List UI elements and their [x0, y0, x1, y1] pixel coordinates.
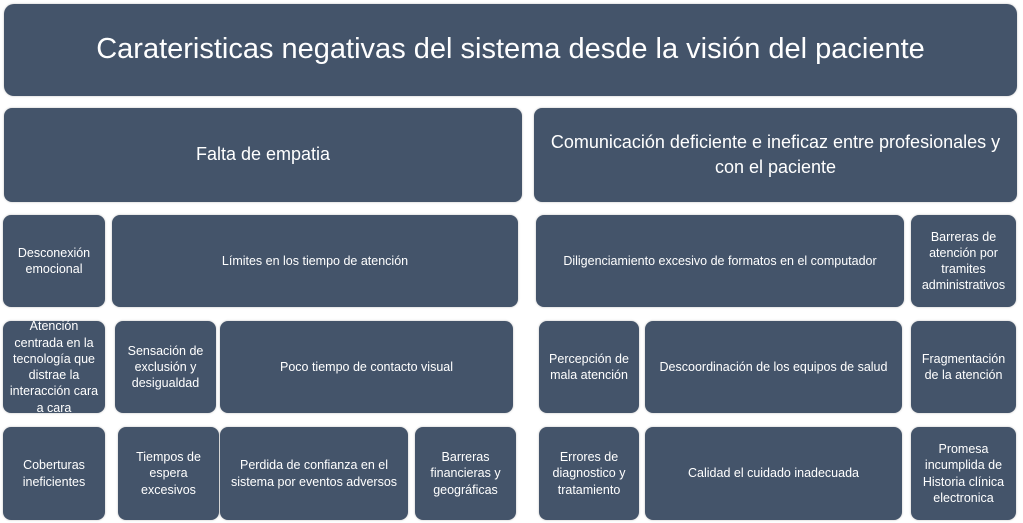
item-barreras-tramites: Barreras de atención por tramites admini…: [911, 215, 1016, 307]
item-label: Calidad el cuidado inadecuada: [688, 466, 859, 481]
item-label: Perdida de confianza en el sistema por e…: [230, 458, 398, 489]
item-label: Sensación de exclusión y desigualdad: [127, 343, 204, 391]
item-label: Percepción de mala atención: [549, 351, 629, 382]
item-desconexion: Desconexión emocional: [3, 215, 105, 307]
item-label: Atención centrada en la tecnología que d…: [9, 319, 99, 415]
item-label: Barreras de atención por tramites admini…: [921, 229, 1006, 293]
item-label: Promesa incumplida de Historia clínica e…: [922, 442, 1005, 505]
category-label: Comunicación deficiente e ineficaz entre…: [550, 131, 1001, 177]
item-barreras-financieras: Barreras financieras y geográficas: [415, 427, 516, 520]
item-label: Barreras financieras y geográficas: [430, 450, 501, 497]
item-limites: Límites en los tiempo de atención: [112, 215, 518, 307]
category-falta-empatia: Falta de empatia: [4, 108, 522, 202]
item-sensacion: Sensación de exclusión y desigualdad: [115, 321, 216, 413]
item-fragmentacion: Fragmentación de la atención: [911, 321, 1016, 413]
item-errores: Errores de diagnostico y tratamiento: [539, 427, 639, 520]
item-label: Fragmentación de la atención: [921, 351, 1006, 382]
item-label: Poco tiempo de contacto visual: [279, 359, 454, 374]
item-tiempos-espera: Tiempos de espera excesivos: [118, 427, 219, 520]
category-comunicacion: Comunicación deficiente e ineficaz entre…: [534, 108, 1017, 202]
item-label: Errores de diagnostico y tratamiento: [552, 450, 626, 497]
item-atencion-tecnologia: Atención centrada en la tecnología que d…: [3, 319, 105, 415]
item-label: Diligenciamiento excesivo de formatos en…: [563, 253, 877, 268]
item-label: Coberturas ineficientes: [22, 458, 86, 489]
item-poco-tiempo: Poco tiempo de contacto visual: [220, 321, 513, 413]
item-descoordinacion: Descoordinación de los equipos de salud: [645, 321, 902, 413]
item-coberturas: Coberturas ineficientes: [3, 427, 105, 520]
diagram-title: Carateristicas negativas del sistema des…: [4, 4, 1017, 96]
title-text: Carateristicas negativas del sistema des…: [96, 33, 925, 66]
item-label: Tiempos de espera excesivos: [136, 450, 201, 497]
item-label: Límites en los tiempo de atención: [221, 253, 409, 268]
item-label: Desconexión emocional: [17, 245, 91, 276]
item-perdida-confianza: Perdida de confianza en el sistema por e…: [220, 427, 408, 520]
item-label: Descoordinación de los equipos de salud: [659, 359, 888, 374]
item-diligenciamiento: Diligenciamiento excesivo de formatos en…: [536, 215, 904, 307]
item-percepcion: Percepción de mala atención: [539, 321, 639, 413]
item-calidad: Calidad el cuidado inadecuada: [645, 427, 902, 520]
category-label: Falta de empatia: [195, 144, 331, 165]
item-promesa: Promesa incumplida de Historia clínica e…: [911, 427, 1016, 520]
